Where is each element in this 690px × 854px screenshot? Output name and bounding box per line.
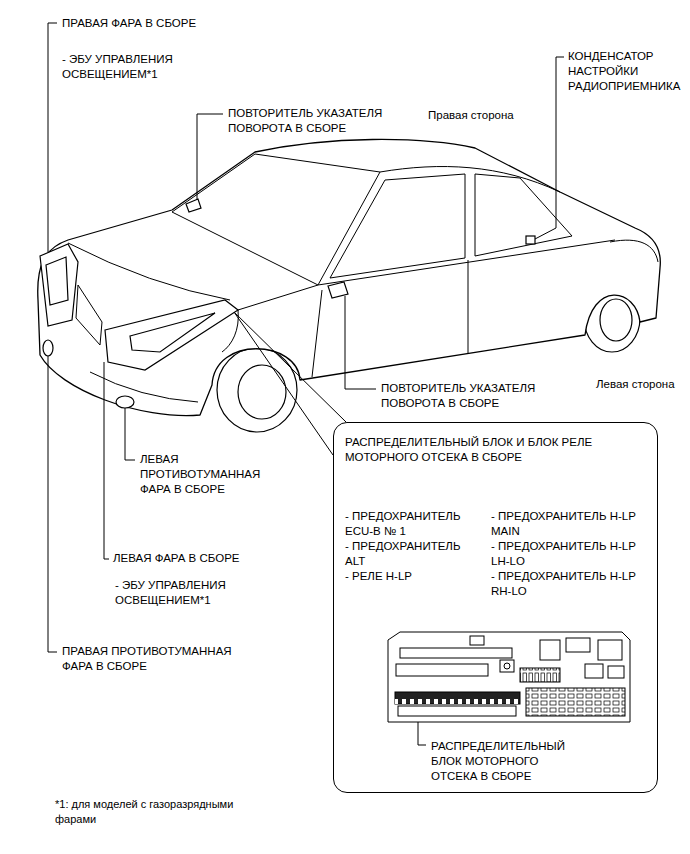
car-detail-line [90,372,198,402]
mirror [328,282,348,298]
text-anchor: - ПРЕДОХРАНИТЕЛЬ H-LP LH-LO [491,539,641,569]
fuse-block [585,664,603,678]
mirror [186,199,201,212]
leader-line [234,312,333,455]
fog-lamp [116,396,134,408]
label-anchor: Левая сторона [596,377,686,392]
label-anchor: ЛЕВАЯ ФАРА В СБОРЕ [113,551,313,566]
leader-line [535,57,564,239]
car-detail-line [76,285,102,345]
part-label: ПРАВАЯ ФАРА В СБОРЕ [62,16,262,31]
car-detail-line [475,174,572,256]
part-label: *1: для моделей с газоразрядными фарами [55,797,270,827]
label-anchor: ПОВТОРИТЕЛЬ УКАЗАТЕЛЯ ПОВОРОТА В СБОРЕ [228,106,398,136]
callout-box: РАСПРЕДЕЛИТЕЛЬНЫЙ БЛОК И БЛОК РЕЛЕ МОТОР… [333,422,658,793]
leader-line [345,296,376,389]
car-body [38,139,661,415]
headlight [40,244,238,370]
condenser [526,236,535,244]
car-detail-line [238,285,318,310]
wheel [217,348,297,432]
leader-line [234,312,346,422]
fuse-block [566,638,590,652]
text-anchor: - ПРЕДОХРАНИТЕЛЬ ECU-B № 1 [345,509,483,539]
car-detail-line [68,243,230,300]
text-anchor: - РЕЛЕ H-LP [345,569,483,584]
text-anchor: РАСПРЕДЕЛИТЕЛЬНЫЙ БЛОК И БЛОК РЕЛЕ МОТОР… [345,435,595,465]
fuse-block [500,660,514,672]
part-label: ПОВТОРИТЕЛЬ УКАЗАТЕЛЯ ПОВОРОТА В СБОРЕ [228,106,398,136]
text-anchor: - ПРЕДОХРАНИТЕЛЬ H-LP RH-LO [491,569,641,599]
car-detail-line [380,167,560,192]
car-detail-line [68,154,658,402]
fuse-block [520,668,560,682]
car-detail-line [468,260,469,353]
car-detail-line [610,240,658,262]
leader-line [197,114,223,200]
label-anchor: КОНДЕНСАТОР НАСТРОЙКИ РАДИОПРИЕМНИКА [568,49,686,94]
leader-line [125,408,135,460]
box-item: - ПРЕДОХРАНИТЕЛЬ ALT [345,539,483,569]
headlight [105,300,238,370]
car-detail-line [312,290,322,377]
label-anchor: - ЭБУ УПРАВЛЕНИЯ ОСВЕЩЕНИЕМ*1 [115,578,255,608]
fuse-block [396,664,488,676]
box-item: - ПРЕДОХРАНИТЕЛЬ H-LP MAIN [491,509,641,539]
fuse-block [540,640,560,660]
label-anchor: - ЭБУ УПРАВЛЕНИЯ ОСВЕЩЕНИЕМ*1 [62,52,202,82]
label-anchor: *1: для моделей с газоразрядными фарами [55,797,270,827]
fuse-block [400,648,512,658]
car-detail-line [318,240,615,285]
part-label: - ЭБУ УПРАВЛЕНИЯ ОСВЕЩЕНИЕМ*1 [62,52,202,82]
box-item: - РЕЛЕ H-LP [345,569,483,584]
label-anchor: ПРАВАЯ ПРОТИВОТУМАННАЯ ФАРА В СБОРЕ [62,644,257,674]
fuse-block [398,706,516,716]
text-anchor: РАСПРЕДЕЛИТЕЛЬНЫЙ БЛОК МОТОРНОГО ОТСЕКА … [431,739,581,784]
leader-line [104,362,109,559]
condenser [526,236,535,244]
headlight [46,257,68,305]
headlight [130,313,215,352]
leader-line [48,356,57,652]
part-label: ЛЕВАЯ ФАРА В СБОРЕ [113,551,313,566]
part-label: ПРАВАЯ ПРОТИВОТУМАННАЯ ФАРА В СБОРЕ [62,644,257,674]
box-item: - ПРЕДОХРАНИТЕЛЬ H-LP RH-LO [491,569,641,599]
label-anchor: ЛЕВАЯ ПРОТИВОТУМАННАЯ ФАРА В СБОРЕ [140,452,270,497]
wheel [238,365,286,419]
text-anchor: - ПРЕДОХРАНИТЕЛЬ ALT [345,539,483,569]
fuse-block [608,666,624,678]
wheel [600,299,632,341]
fuse-block [470,636,484,645]
part-label: Правая сторона [428,108,548,123]
car-detail-line [330,174,465,278]
box-item: - ПРЕДОХРАНИТЕЛЬ ECU-B № 1 [345,509,483,539]
leader-line [48,23,57,252]
box-item: РАСПРЕДЕЛИТЕЛЬНЫЙ БЛОК МОТОРНОГО ОТСЕКА … [431,739,581,784]
part-label: ЛЕВАЯ ПРОТИВОТУМАННАЯ ФАРА В СБОРЕ [140,452,270,497]
fog-lamp [43,340,53,356]
fog-lamp [43,340,134,408]
headlight [40,244,78,326]
box-heading: РАСПРЕДЕЛИТЕЛЬНЫЙ БЛОК И БЛОК РЕЛЕ МОТОР… [345,435,595,465]
label-anchor: ПОВТОРИТЕЛЬ УКАЗАТЕЛЯ ПОВОРОТА В СБОРЕ [381,381,551,411]
label-anchor: Правая сторона [428,108,548,123]
text-anchor: - ПРЕДОХРАНИТЕЛЬ H-LP MAIN [491,509,641,539]
fuse-block [388,632,630,722]
box-item: - ПРЕДОХРАНИТЕЛЬ H-LP LH-LO [491,539,641,569]
fuse-block [504,663,510,669]
fuse-block [388,632,630,722]
fuse-block [395,692,520,704]
car-detail-line [172,154,380,285]
fuse-block [395,692,520,704]
label-anchor: ПРАВАЯ ФАРА В СБОРЕ [62,16,262,31]
fuse-block [526,688,625,716]
car-body [38,139,661,415]
part-label: КОНДЕНСАТОР НАСТРОЙКИ РАДИОПРИЕМНИКА [568,49,686,94]
part-label: ПОВТОРИТЕЛЬ УКАЗАТЕЛЯ ПОВОРОТА В СБОРЕ [381,381,551,411]
part-label: - ЭБУ УПРАВЛЕНИЯ ОСВЕЩЕНИЕМ*1 [115,578,255,608]
part-label: Левая сторона [596,377,686,392]
mirror [186,199,348,298]
fuse-block [598,640,622,660]
